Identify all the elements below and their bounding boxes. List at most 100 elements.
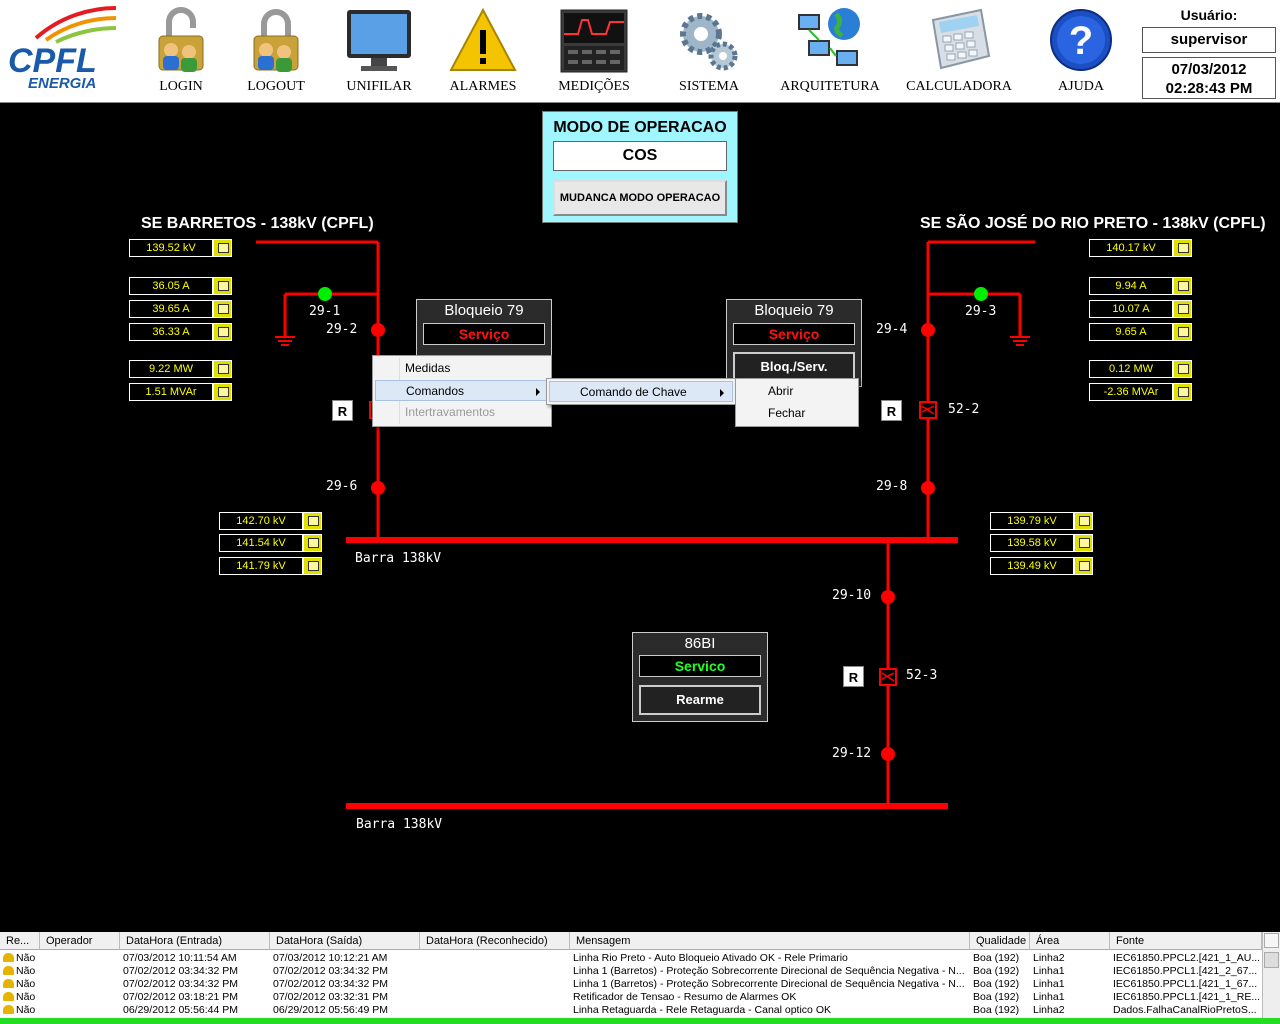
- trend-icon[interactable]: [303, 512, 322, 530]
- col-datahora-saida[interactable]: DataHora (Saída): [270, 932, 420, 950]
- sistema-button[interactable]: SISTEMA: [668, 4, 750, 100]
- measure-left-ic[interactable]: 36.33 A: [129, 323, 232, 341]
- trend-icon[interactable]: [213, 300, 232, 318]
- trend-icon[interactable]: [213, 277, 232, 295]
- trend-icon[interactable]: [1074, 557, 1093, 575]
- ajuda-button[interactable]: ? AJUDA: [1042, 4, 1120, 100]
- table-cell: Linha1: [1033, 978, 1065, 990]
- measure-right-kv[interactable]: 140.17 kV: [1089, 239, 1192, 257]
- measure-right-ic[interactable]: 9.65 A: [1089, 323, 1192, 341]
- switch-29-12[interactable]: [881, 747, 895, 761]
- unifilar-button[interactable]: UNIFILAR: [336, 4, 422, 100]
- measure-right-mw[interactable]: 0.12 MW: [1089, 360, 1192, 378]
- trend-icon[interactable]: [1173, 277, 1192, 295]
- col-datahora-reconhecido[interactable]: DataHora (Reconhecido): [420, 932, 570, 950]
- bloq-serv-button[interactable]: Bloq./Serv.: [733, 352, 855, 382]
- user-label: Usuário:: [1180, 7, 1238, 23]
- change-mode-button[interactable]: MUDANCA MODO OPERACAO: [553, 180, 727, 216]
- measure-right-ia[interactable]: 9.94 A: [1089, 277, 1192, 295]
- remote-local-right[interactable]: R: [881, 400, 902, 421]
- measure-bus-left-2[interactable]: 141.54 kV: [219, 534, 322, 552]
- menu-item-fechar[interactable]: Fechar: [768, 406, 806, 420]
- measure-bus-right-1[interactable]: 139.79 kV: [990, 512, 1093, 530]
- measure-left-ib[interactable]: 39.65 A: [129, 300, 232, 318]
- bloqueio-79-left-title: Bloqueio 79: [444, 302, 524, 319]
- measure-bus-right-2[interactable]: 139.58 kV: [990, 534, 1093, 552]
- trend-icon[interactable]: [1173, 383, 1192, 401]
- measure-right-mvar[interactable]: -2.36 MVAr: [1089, 383, 1192, 401]
- col-datahora-entrada[interactable]: DataHora (Entrada): [120, 932, 270, 950]
- switch-29-1[interactable]: [318, 287, 332, 301]
- trend-icon[interactable]: [1074, 512, 1093, 530]
- table-cell: 06/29/2012 05:56:49 PM: [273, 1004, 389, 1016]
- trend-icon[interactable]: [303, 534, 322, 552]
- switch-29-6[interactable]: [371, 481, 385, 495]
- switch-29-10[interactable]: [881, 590, 895, 604]
- measure-left-ia[interactable]: 36.05 A: [129, 277, 232, 295]
- station-title-rio-preto: SE SÃO JOSÉ DO RIO PRETO - 138kV (CPFL): [920, 215, 1266, 232]
- logout-label: LOGOUT: [247, 79, 305, 94]
- scroll-up-arrow-icon[interactable]: [1264, 933, 1279, 948]
- table-cell: Não: [0, 1004, 40, 1017]
- col-operador[interactable]: Operador: [40, 932, 120, 950]
- switch-29-3[interactable]: [974, 287, 988, 301]
- arquitetura-button[interactable]: ARQUITETURA: [775, 4, 885, 100]
- alarm-bell-icon: [3, 979, 14, 988]
- menu-item-comando-de-chave[interactable]: Comando de Chave: [549, 381, 733, 402]
- col-mensagem[interactable]: Mensagem: [570, 932, 970, 950]
- menu-item-abrir[interactable]: Abrir: [768, 384, 794, 398]
- busbar-1-label: Barra 138kV: [355, 551, 442, 566]
- rearme-button[interactable]: Rearme: [639, 685, 761, 715]
- trend-icon[interactable]: [1173, 323, 1192, 341]
- switch-29-8[interactable]: [921, 481, 935, 495]
- measure-right-ib[interactable]: 10.07 A: [1089, 300, 1192, 318]
- col-fonte[interactable]: Fonte: [1110, 932, 1262, 950]
- col-qualidade[interactable]: Qualidade: [970, 932, 1030, 950]
- remote-local-lower[interactable]: R: [843, 666, 864, 687]
- trend-icon[interactable]: [213, 360, 232, 378]
- measure-left-kv[interactable]: 139.52 kV: [129, 239, 232, 257]
- trend-icon[interactable]: [1173, 360, 1192, 378]
- col-reconhecido[interactable]: Re...: [0, 932, 40, 950]
- table-cell: [420, 1004, 570, 1017]
- col-area[interactable]: Área: [1030, 932, 1110, 950]
- measure-bus-left-1[interactable]: 142.70 kV: [219, 512, 322, 530]
- medicoes-button[interactable]: MEDIÇÕES: [550, 4, 638, 100]
- measure-left-mvar[interactable]: 1.51 MVAr: [129, 383, 232, 401]
- status-bar: [0, 1018, 1280, 1024]
- trend-icon[interactable]: [1173, 300, 1192, 318]
- remote-local-left[interactable]: R: [332, 400, 353, 421]
- bloqueio-79-right-state: Serviço: [733, 323, 855, 345]
- trend-icon[interactable]: [1074, 534, 1093, 552]
- trend-icon[interactable]: [303, 557, 322, 575]
- alarmes-button[interactable]: ALARMES: [441, 4, 525, 100]
- breaker-52-2[interactable]: [919, 401, 937, 419]
- measure-left-mw[interactable]: 9.22 MW: [129, 360, 232, 378]
- trend-icon[interactable]: [213, 239, 232, 257]
- menu-item-comandos[interactable]: Comandos: [375, 380, 549, 401]
- alarm-bell-icon: [3, 992, 14, 1001]
- alarm-scrollbar[interactable]: [1262, 932, 1280, 1024]
- login-button[interactable]: LOGIN: [141, 4, 221, 100]
- calculadora-button[interactable]: CALCULADORA: [904, 4, 1014, 100]
- unifilar-label: UNIFILAR: [346, 79, 412, 94]
- measure-bus-right-3[interactable]: 139.49 kV: [990, 557, 1093, 575]
- measure-bus-left-3[interactable]: 141.79 kV: [219, 557, 322, 575]
- table-cell: 07/02/2012 03:32:31 PM: [273, 991, 389, 1003]
- table-cell: Boa (192): [973, 991, 1020, 1003]
- logout-button[interactable]: LOGOUT: [236, 4, 316, 100]
- trend-icon[interactable]: [1173, 239, 1192, 257]
- switch-29-4[interactable]: [921, 323, 935, 337]
- menu-item-medidas[interactable]: Medidas: [405, 361, 451, 375]
- trend-icon[interactable]: [213, 323, 232, 341]
- scroll-thumb[interactable]: [1264, 952, 1279, 968]
- breaker-52-3[interactable]: [879, 668, 897, 686]
- switch-29-2[interactable]: [371, 323, 385, 337]
- operation-mode-value: COS: [553, 141, 727, 171]
- trend-icon[interactable]: [213, 383, 232, 401]
